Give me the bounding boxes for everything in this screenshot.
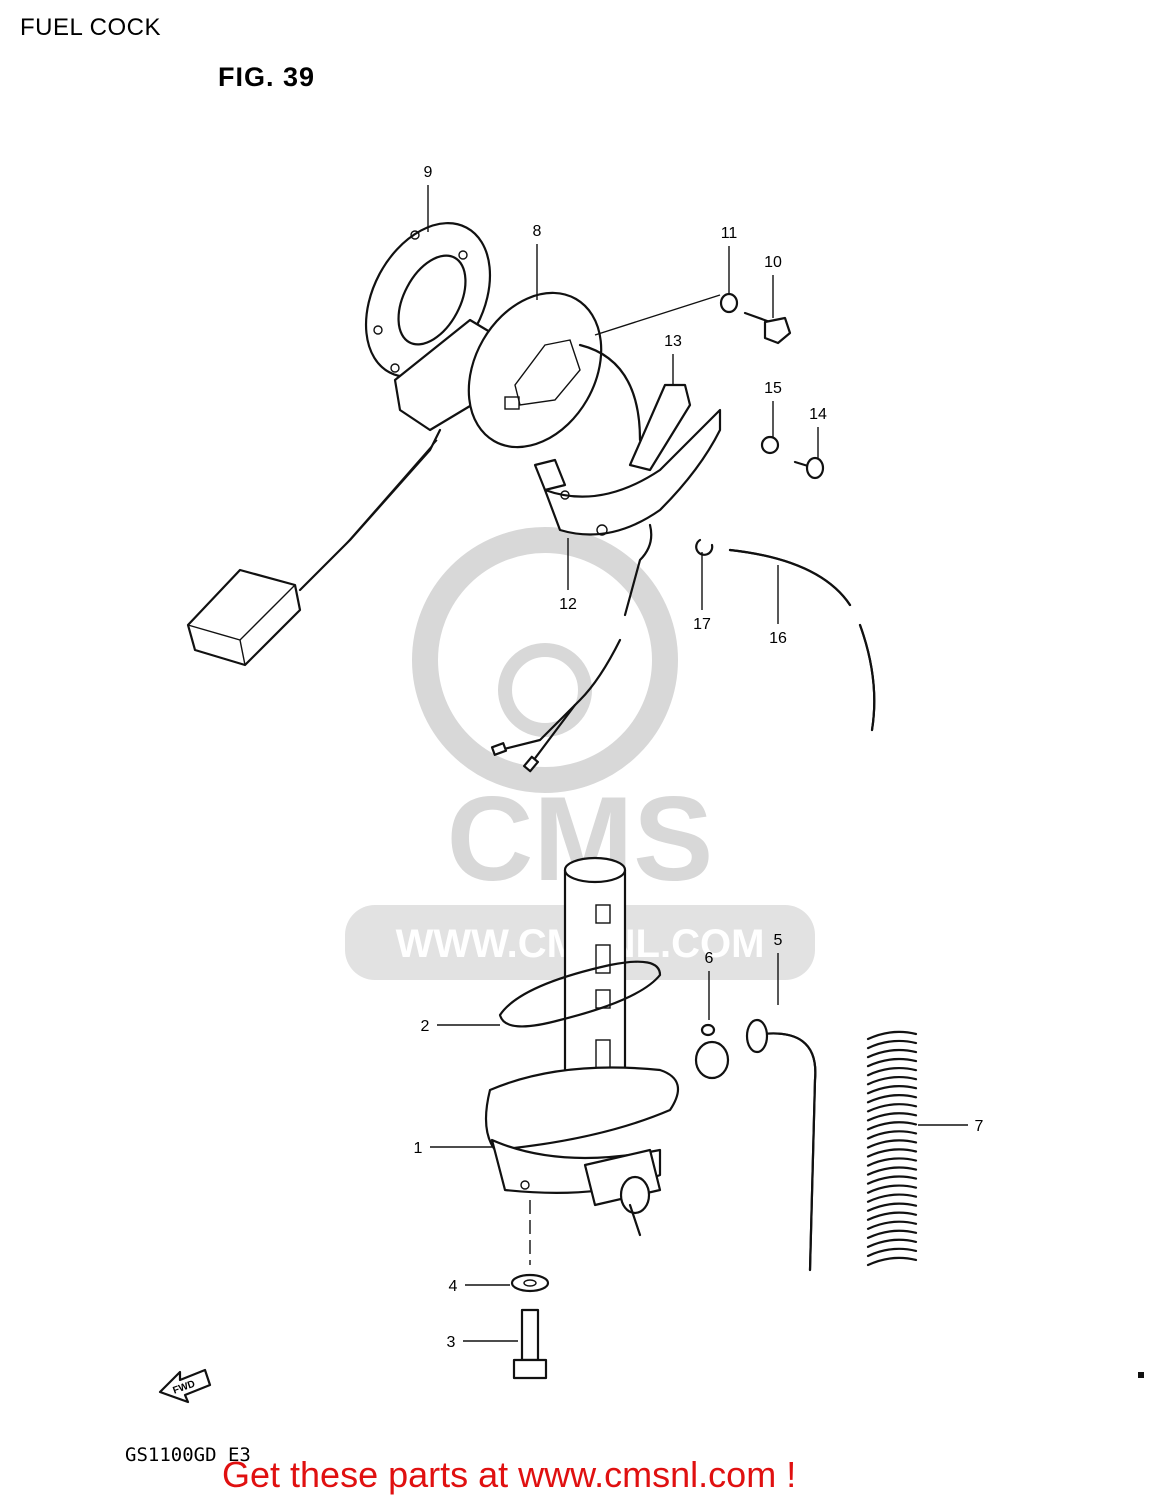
cta-link[interactable]: Get these parts at www.cmsnl.com !: [222, 1454, 797, 1495]
spring-coil: [866, 1030, 918, 1267]
figure-label: FIG. 39: [218, 62, 316, 92]
callout-3: 3: [447, 1334, 456, 1351]
part-11-washer: [719, 292, 739, 314]
callout-13: 13: [664, 333, 682, 350]
callout-7: 7: [975, 1118, 984, 1135]
leader-11: [594, 294, 721, 336]
callout-12: 12: [559, 596, 577, 613]
page-title: FUEL COCK: [20, 14, 161, 41]
part-14-screw: [793, 456, 825, 480]
part-17-clip: [695, 538, 714, 556]
part-2-o-ring: [498, 960, 662, 1028]
callout-2: 2: [421, 1018, 430, 1035]
part-16-hose: [728, 548, 876, 732]
forward-arrow-icon: FWD: [158, 1368, 212, 1404]
sender-wire: [578, 343, 642, 442]
callout-14: 14: [809, 406, 827, 423]
watermark-mascot-icon: [412, 527, 678, 793]
callout-4: 4: [449, 1278, 458, 1295]
callout-8: 8: [533, 223, 542, 240]
callout-9: 9: [424, 164, 433, 181]
part-5-hose: [745, 1018, 817, 1272]
part-12-13-cover: [533, 383, 722, 536]
part-6-clip: [694, 1023, 730, 1080]
callout-labels: 9 8 11 10 13 15 14 12 17 16 5 6 2 1 7 4 …: [414, 164, 984, 1351]
part-15-washer: [760, 435, 780, 455]
model-code: GS1100GD E3: [125, 1444, 251, 1466]
callout-16: 16: [769, 630, 787, 647]
callout-17: 17: [693, 616, 711, 633]
connector-lead: [498, 638, 622, 752]
part-8-mounting-plate: [467, 291, 603, 449]
fuel-gauge-sender: [186, 318, 497, 667]
callout-1: 1: [414, 1140, 423, 1157]
part-10-bolt: [743, 311, 792, 345]
callout-5: 5: [774, 932, 783, 949]
callout-15: 15: [764, 380, 782, 397]
callout-10: 10: [764, 254, 782, 271]
wire-to-connector: [623, 523, 653, 617]
callout-11: 11: [721, 225, 738, 242]
part-1-fuel-cock: [484, 856, 680, 1237]
part-7-spring: [866, 1030, 918, 1267]
part-4-washer: [510, 1273, 550, 1293]
callout-6: 6: [705, 950, 714, 967]
part-3-bolt: [512, 1308, 548, 1380]
